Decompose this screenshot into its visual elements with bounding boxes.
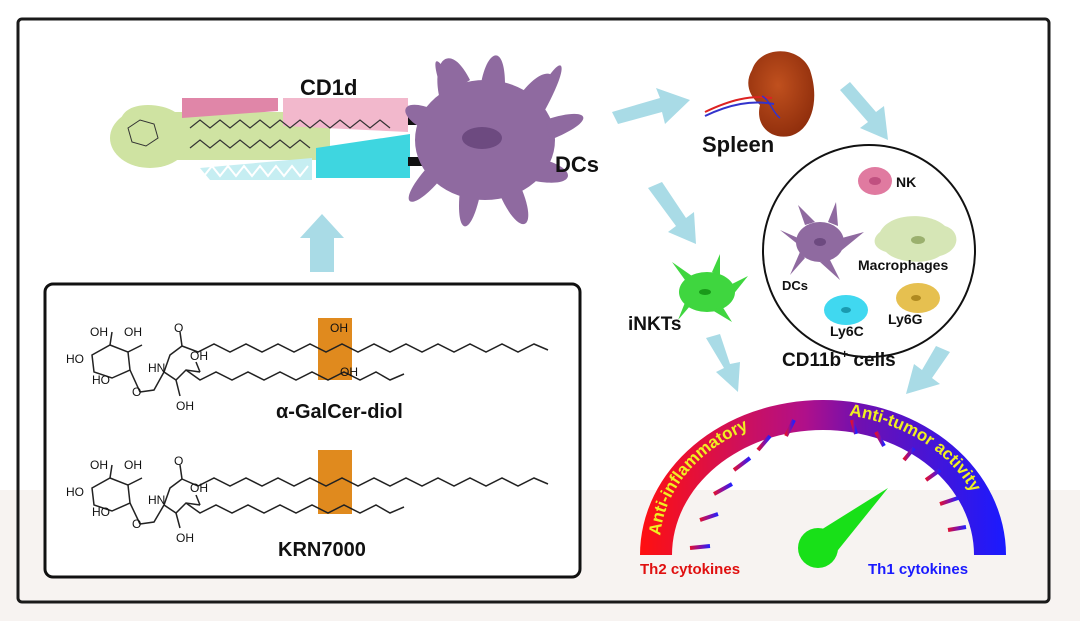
- svg-text:O: O: [132, 385, 141, 399]
- label-inkts: iNKTs: [628, 314, 681, 335]
- svg-text:HO: HO: [66, 485, 84, 499]
- arrow-to-spleen: [612, 88, 690, 124]
- svg-text:OH: OH: [190, 349, 208, 363]
- svg-text:HN: HN: [148, 493, 165, 507]
- compound-box: [43, 282, 582, 579]
- gauge-label-th1: Th1 cytokines: [868, 561, 968, 578]
- gauge-arc: [640, 400, 1006, 555]
- label-cd1d: CD1d: [300, 75, 357, 100]
- cd1d-complex: [110, 98, 430, 180]
- cell-label-ly6g: Ly6G: [888, 311, 923, 327]
- macrophage-cell: [874, 216, 957, 262]
- diol-highlight: [318, 318, 352, 380]
- arrow-to-cd11b: [840, 82, 888, 140]
- svg-text:OH: OH: [90, 458, 108, 472]
- dendritic-cell: [405, 55, 584, 227]
- svg-text:OH: OH: [190, 481, 208, 495]
- cell-label-dcs: DCs: [782, 278, 808, 293]
- krn-atom-labels: OH OH HO HO O HN O OH OH: [66, 454, 208, 545]
- mini-dc-cell: [780, 202, 864, 280]
- svg-text:OH: OH: [176, 531, 194, 545]
- label-dcs: DCs: [555, 152, 599, 177]
- svg-text:OH: OH: [124, 458, 142, 472]
- svg-text:HO: HO: [92, 373, 110, 387]
- diol-structure: [91, 318, 549, 397]
- label-krn7000: KRN7000: [278, 539, 366, 561]
- svg-text:OH: OH: [90, 325, 108, 339]
- inkt-cell: [672, 254, 748, 322]
- gauge-ticks: [689, 419, 967, 550]
- svg-text:O: O: [174, 321, 183, 335]
- label-cd11b-cells: CD11b+ cells: [782, 347, 896, 371]
- svg-text:OH: OH: [124, 325, 142, 339]
- arrow-inkt-to-gauge: [706, 334, 740, 392]
- cd11b-cells-circle: [762, 144, 976, 358]
- cell-label-ly6c: Ly6C: [830, 323, 864, 339]
- diol-atom-labels: OH OH HO HO O HN O OH OH OH OH: [66, 321, 358, 413]
- svg-text:HO: HO: [66, 352, 84, 366]
- label-spleen: Spleen: [702, 132, 774, 157]
- arrow-up: [300, 214, 344, 272]
- cytokine-gauge: [640, 400, 1006, 568]
- outer-frame: [16, 17, 1051, 604]
- svg-text:OH: OH: [330, 321, 348, 335]
- svg-text:OH: OH: [340, 365, 358, 379]
- label-alpha-galcer-diol: α-GalCer-diol: [276, 401, 403, 423]
- arrow-cd11b-to-gauge: [906, 346, 950, 394]
- cell-label-nk: NK: [896, 174, 916, 190]
- svg-text:HN: HN: [148, 361, 165, 375]
- flow-arrows: [300, 82, 950, 394]
- cd1d-domain-lightpink: [283, 98, 408, 132]
- gauge-label-th2: Th2 cytokines: [640, 561, 740, 578]
- cell-label-macrophages: Macrophages: [858, 257, 948, 273]
- spleen-organ: [704, 51, 815, 137]
- svg-text:HO: HO: [92, 505, 110, 519]
- svg-text:O: O: [174, 454, 183, 468]
- cd1d-domain-cyan: [316, 134, 410, 178]
- cd1d-domain-pink: [182, 98, 278, 118]
- svg-text:OH: OH: [176, 399, 194, 413]
- arrow-to-inkts: [648, 182, 696, 244]
- svg-text:O: O: [132, 517, 141, 531]
- krn-structure: [91, 450, 549, 529]
